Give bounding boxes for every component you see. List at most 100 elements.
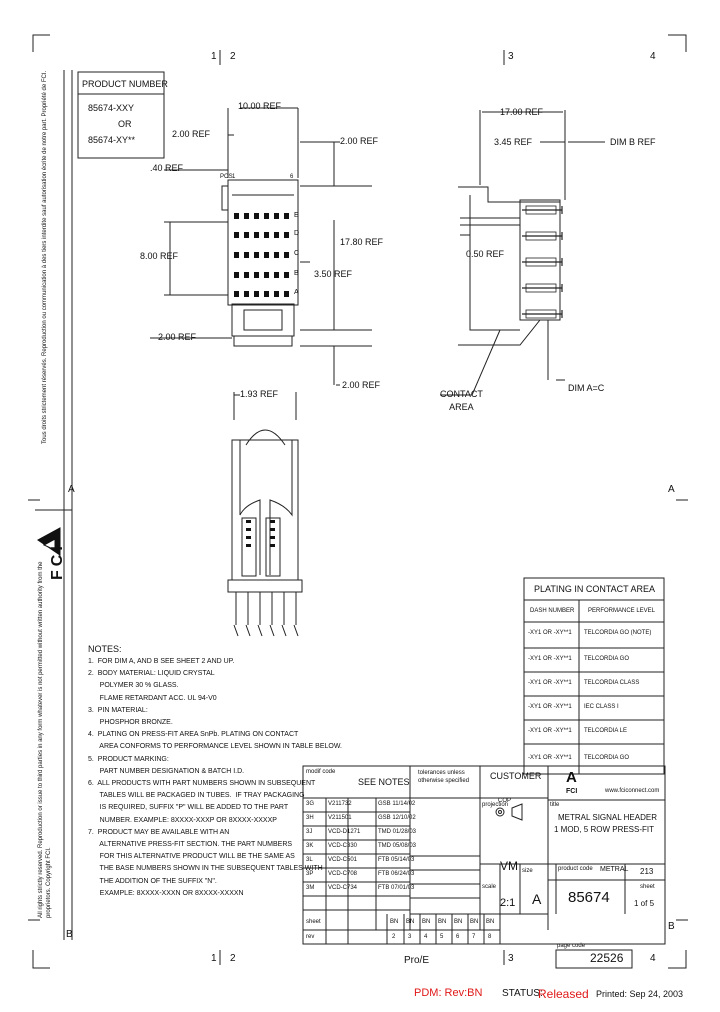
dim-front-2-ref-b: 2.00 REF: [340, 136, 379, 146]
fci-block-logo[interactable]: A: [566, 769, 577, 786]
pin-hole: [244, 232, 249, 238]
pin-hole: [244, 213, 249, 219]
dim-front-350-ref: 3.50 REF: [314, 269, 353, 279]
zone-top-4: 4: [650, 51, 656, 62]
fci-block-name: FCI: [566, 788, 578, 795]
sheet-number-cell: 5: [440, 934, 444, 940]
zone-side-a-right: A: [668, 484, 675, 495]
see-notes-label: SEE NOTES: [358, 777, 410, 787]
note-line: IS REQUIRED, SUFFIX "P" WILL BE ADDED TO…: [88, 804, 289, 812]
pin-hole: [264, 272, 269, 278]
sheet-rev-cell: BN: [486, 919, 495, 925]
note-line: FLAME RETARDANT ACC. UL 94-V0: [88, 694, 217, 702]
pin-hole: [284, 252, 289, 258]
cop-label: COP: [498, 798, 512, 804]
revision-cell: V211732: [328, 801, 352, 807]
zone-bottom-1: 1: [211, 953, 217, 964]
plating-performance-level: TELCORDIA CLASS: [584, 680, 640, 686]
plating-performance-level: TELCORDIA GO (NOTE): [584, 630, 652, 636]
note-line: THE BASE NUMBERS SHOWN IN THE SUBSEQUENT…: [88, 865, 323, 873]
pin-hole: [234, 291, 239, 297]
customer-label: CUSTOMER: [490, 771, 542, 781]
plating-performance-level: IEC CLASS I: [584, 704, 619, 710]
scale-label: scale: [482, 884, 497, 890]
revision-cell: FTB 05/14/03: [378, 857, 415, 863]
revision-cell: VCD-C708: [328, 871, 358, 877]
plating-dash-number: -XY1 OR -XY**1: [528, 755, 572, 761]
page-code-value: 22526: [590, 951, 624, 965]
dim-side-050-ref: 0.50 REF: [466, 249, 505, 259]
revision-cell: GSB 11/14/02: [378, 801, 416, 807]
pin-hole: [254, 232, 259, 238]
note-line: THE ADDITION OF THE SUFFIX "N".: [88, 877, 217, 885]
row-letter-c: C: [294, 250, 300, 257]
plating-dash-number: -XY1 OR -XY**1: [528, 704, 572, 710]
pin-hole: [254, 213, 259, 219]
size-value: A: [532, 891, 542, 907]
status-value: Released: [538, 987, 589, 1001]
pin-hole: [274, 252, 279, 258]
note-line: NUMBER. EXAMPLE: 8XXXX-XXXP OR 8XXXX-XXX…: [88, 816, 277, 824]
dim-front-2-ref-c: 2.00 REF: [158, 332, 197, 342]
sheet-rev-cell: BN: [406, 919, 415, 925]
copyright-notice-en: All rights strictly reserved. Reproducti…: [38, 561, 52, 918]
revision-cell: VCD-C734: [328, 885, 358, 891]
part-number-value: 85674: [568, 889, 610, 906]
website-label[interactable]: www.fciconnect.com: [605, 788, 660, 794]
dim-bottom-193-ref: 1.93 REF: [240, 389, 279, 399]
zone-side-b-right: B: [668, 921, 675, 932]
modif-code-label: modif code: [306, 769, 336, 775]
note-line: TABLES WILL BE PACKAGED IN TUBES. IF TRA…: [88, 792, 305, 800]
revision-cell: 3G: [306, 801, 315, 807]
printed-date: Printed: Sep 24, 2003: [596, 989, 684, 999]
pin-hole: [284, 213, 289, 219]
note-line: PART NUMBER DESIGNATION & BATCH I.D.: [88, 767, 245, 775]
note-line: ALTERNATIVE PRESS-FIT SECTION. THE PART …: [88, 841, 293, 848]
dim-front-2-ref-a: 2.00 REF: [172, 129, 211, 139]
pin-hole: [254, 252, 259, 258]
revision-cell: VCD-C501: [328, 857, 358, 863]
revision-cell: VCD-C330: [328, 843, 358, 849]
product-code-value: METRAL: [600, 866, 629, 873]
note-line: FOR THIS ALTERNATIVE PRODUCT WILL BE THE…: [88, 853, 295, 861]
note-line: POLYMER 30 % GLASS.: [88, 682, 179, 690]
sheet-rev-cell: BN: [422, 919, 431, 925]
revision-cell: 3H: [306, 815, 314, 821]
sheet-row-label: sheet: [306, 919, 321, 925]
status-label: STATUS:: [502, 988, 543, 999]
pin-hole: [284, 232, 289, 238]
plating-header-perf: PERFORMANCE LEVEL: [588, 608, 656, 614]
pin-hole: [234, 272, 239, 278]
notes-title: NOTES:: [88, 644, 122, 654]
zone-bottom-3: 3: [508, 953, 514, 964]
note-line: 6. ALL PRODUCTS WITH PART NUMBERS SHOWN …: [88, 780, 316, 787]
pos-number-1: 1: [232, 174, 236, 180]
dim-front-10-ref: 10.00 REF: [238, 101, 282, 111]
product-number-line1: 85674-XXY: [88, 103, 135, 113]
sheet-rev-cell: BN: [390, 919, 399, 925]
zone-bottom-4: 4: [650, 953, 656, 964]
pin-hole: [234, 213, 239, 219]
fci-logo-text: FCI: [49, 542, 66, 580]
revision-cell: V211501: [328, 815, 352, 821]
revision-cell: 3J: [306, 829, 313, 835]
plating-performance-level: TELCORDIA GO: [584, 755, 630, 761]
pin-hole: [274, 213, 279, 219]
revision-cell: GSB 12/10/02: [378, 815, 416, 821]
revision-cell: FTB 06/24/03: [378, 871, 415, 877]
product-number-title: PRODUCT NUMBER: [82, 79, 168, 89]
note-line: EXAMPLE: 8XXXX-XXXN OR 8XXXX-XXXXN: [88, 889, 244, 897]
sheet-number-cell: 2: [392, 934, 396, 940]
dim-side-dim-a-c: DIM A=C: [568, 383, 605, 393]
note-line: 2. BODY MATERIAL: LIQUID CRYSTAL: [88, 670, 215, 678]
sheet-rev-cell: BN: [470, 919, 479, 925]
note-line: 4. PLATING ON PRESS-FIT AREA SnPb. PLATI…: [88, 731, 299, 739]
sheet-number-cell: 7: [472, 934, 476, 940]
revision-cell: 3L: [306, 857, 313, 863]
revision-cell: TMD 05/08/03: [378, 843, 417, 849]
plating-header-dash: DASH NUMBER: [530, 608, 575, 614]
pin-hole: [274, 232, 279, 238]
zone-side-a-left: A: [68, 484, 75, 495]
projection-label: projection: [482, 802, 509, 808]
note-line: AREA CONFORMS TO PERFORMANCE LEVEL SHOWN…: [88, 743, 342, 751]
